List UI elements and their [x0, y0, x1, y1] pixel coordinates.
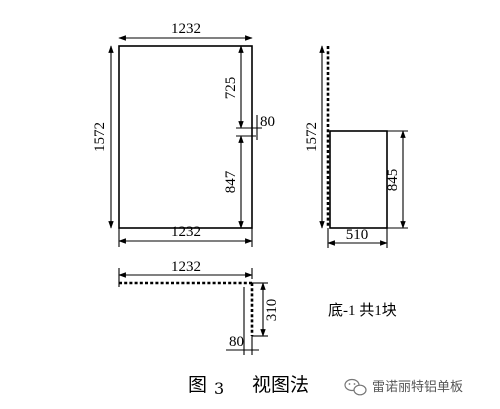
bottom-length-label: 1232: [171, 259, 201, 275]
front-panel-outline: [118, 45, 253, 229]
bottom-offset-label: 80: [229, 334, 244, 350]
front-width-bottom-label: 1232: [171, 224, 201, 240]
front-view: 1232 1572 725 80 847 1232: [92, 21, 275, 247]
bottom-flange-label: 310: [264, 299, 280, 322]
side-height-label: 1572: [304, 122, 320, 152]
watermark: 雷诺丽特铝单板: [344, 378, 463, 396]
side-panel-outline: [329, 130, 388, 229]
front-height-label: 1572: [92, 122, 108, 152]
side-panel-height-label: 845: [385, 169, 401, 192]
front-width-top-label: 1232: [171, 21, 201, 37]
figure-caption: 图 3 视图法: [188, 374, 309, 398]
front-lower-segment-label: 847: [223, 170, 239, 193]
side-view: 1572 845 510: [304, 45, 408, 248]
part-note: 底-1 共1块: [328, 302, 397, 319]
caption-figure: 图: [188, 374, 207, 396]
caption-title: 视图法: [252, 374, 309, 396]
watermark-text: 雷诺丽特铝单板: [372, 380, 463, 395]
side-depth-label: 510: [346, 227, 369, 243]
front-upper-segment-label: 725: [223, 77, 239, 100]
bottom-view: 1232 310 80: [118, 259, 280, 355]
caption-number: 3: [214, 379, 224, 398]
wechat-icon: [344, 378, 367, 396]
front-gap-label: 80: [260, 114, 275, 130]
